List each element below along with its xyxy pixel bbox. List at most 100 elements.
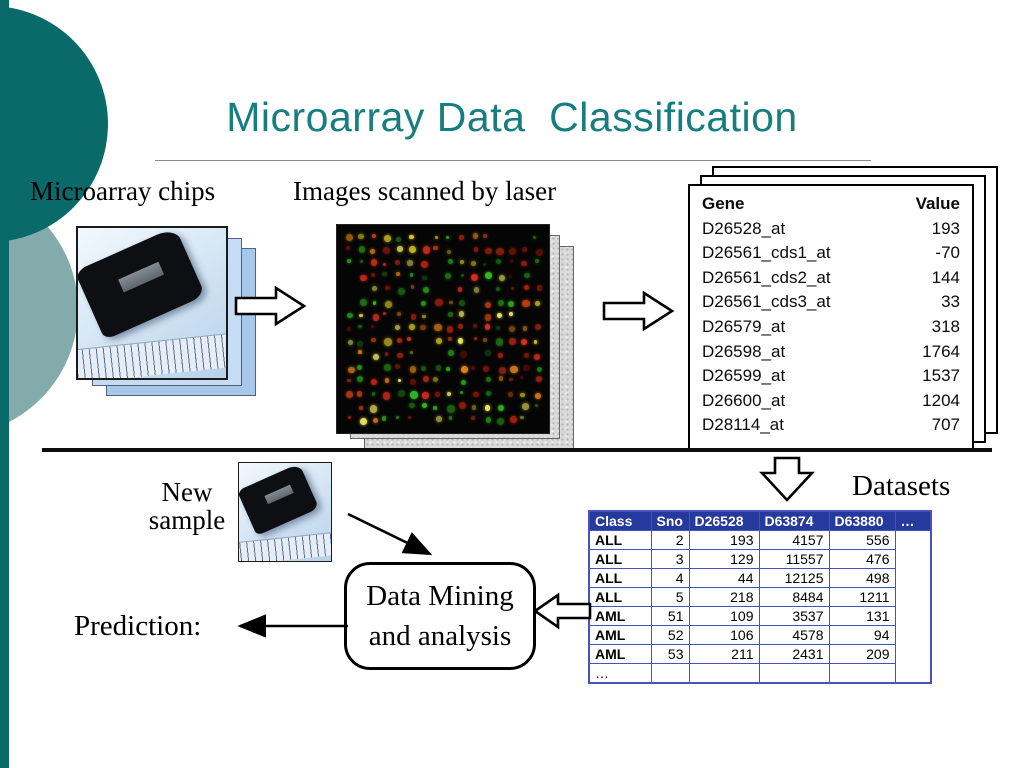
microarray-spot	[434, 324, 442, 332]
microarray-spot	[522, 326, 528, 332]
microarray-spot	[345, 390, 353, 399]
microarray-spot	[360, 260, 364, 264]
microarray-spot	[495, 338, 503, 346]
microarray-spot	[495, 259, 502, 265]
microarray-spot	[409, 234, 414, 240]
microarray-spot	[433, 246, 438, 251]
microarray-spot	[460, 273, 465, 278]
microarray-spot	[460, 365, 468, 373]
microarray-spot	[396, 312, 401, 317]
dataset-cell: 193	[688, 530, 760, 550]
microarray-spot	[396, 236, 401, 242]
microarray-spot	[435, 365, 442, 371]
microarray-spot	[346, 234, 354, 242]
microarray-spot	[508, 311, 513, 316]
microarray-spot	[357, 340, 364, 347]
microarray-spot	[536, 366, 542, 372]
microarray-spot	[422, 286, 430, 294]
microarray-spot	[371, 392, 376, 396]
microarray-spot	[496, 325, 500, 330]
microarray-spot	[408, 246, 416, 254]
microarray-spot	[358, 233, 364, 239]
microarray-spot	[356, 364, 363, 370]
microarray-spot	[495, 286, 500, 291]
microarray-spot	[448, 416, 453, 421]
microarray-spot	[432, 405, 437, 410]
dataset-cell	[688, 663, 760, 684]
microarray-spot	[382, 392, 391, 400]
gene-name: D26599_at	[702, 366, 786, 386]
dataset-cell: 218	[688, 587, 760, 607]
dataset-cell: 4157	[758, 530, 830, 550]
dataset-cell: AML	[588, 625, 652, 645]
microarray-spot	[370, 337, 376, 343]
microarray-spot	[372, 314, 380, 321]
microarray-spot	[448, 350, 454, 356]
microarray-spot	[471, 416, 475, 421]
microarray-spot	[521, 403, 529, 410]
label-prediction: Prediction:	[74, 610, 202, 642]
microarray-spot	[436, 416, 442, 422]
microarray-spot	[359, 417, 367, 425]
microarray-spot	[446, 249, 452, 255]
microarray-spot	[446, 392, 452, 397]
microarray-spot	[370, 272, 375, 277]
microarray-spot	[459, 259, 465, 265]
microarray-spot	[533, 235, 537, 239]
microarray-spot	[396, 272, 401, 277]
microarray-spot	[533, 340, 538, 345]
ruler-graphic	[78, 332, 226, 378]
microarray-spot	[370, 249, 375, 254]
flow-arrow-genes-to-datasets	[759, 456, 815, 502]
microarray-spot	[370, 378, 377, 385]
dataset-cell: 209	[828, 644, 896, 664]
microarray-spot	[448, 259, 454, 265]
microarray-spot	[485, 390, 491, 397]
dataset-cell: 8484	[758, 587, 830, 607]
microarray-spot	[358, 324, 362, 329]
dataset-cell: 3	[650, 549, 690, 569]
dataset-header-cell: D26528	[688, 510, 760, 531]
dataset-cell: ALL	[588, 549, 652, 569]
dataset-header-cell: Sno	[650, 510, 690, 531]
microarray-spot	[445, 273, 451, 279]
microarray-spot	[397, 378, 401, 382]
microarray-spot	[457, 324, 463, 330]
gene-name: D28114_at	[702, 415, 784, 435]
microarray-spot	[534, 403, 538, 407]
microarray-spot	[359, 313, 364, 318]
microarray-spot	[484, 405, 491, 411]
microarray-spot	[524, 272, 530, 278]
dataset-cell: ALL	[588, 587, 652, 607]
gene-value: 318	[931, 316, 960, 336]
data-mining-box: Data Mining and analysis	[344, 562, 536, 670]
dataset-cell: 2431	[758, 644, 830, 664]
microarray-spot	[484, 272, 492, 279]
dataset-header-cell: D63874	[758, 510, 830, 531]
flow-arrow-sample-to-mining	[347, 512, 433, 556]
microarray-spot	[509, 326, 515, 332]
microarray-spot	[395, 416, 399, 420]
microarray-spot	[358, 405, 363, 410]
microarray-spot	[534, 353, 541, 360]
microarray-spot	[471, 261, 476, 266]
microarray-spot	[383, 235, 391, 242]
microarray-spot	[497, 299, 505, 306]
microarray-spot	[473, 286, 480, 293]
microarray-spot	[398, 288, 405, 296]
microarray-spot	[460, 350, 468, 358]
dataset-cell: 476	[828, 549, 896, 569]
dataset-row: …	[588, 663, 931, 684]
dataset-cell: 52	[650, 625, 690, 645]
gene-value: 1204	[922, 390, 960, 410]
gene-table-row: D26600_at 1204	[702, 389, 960, 414]
microarray-spot	[410, 391, 418, 399]
title-underline	[155, 160, 871, 161]
gene-name: D26600_at	[702, 390, 786, 410]
microarray-spot	[382, 246, 390, 254]
